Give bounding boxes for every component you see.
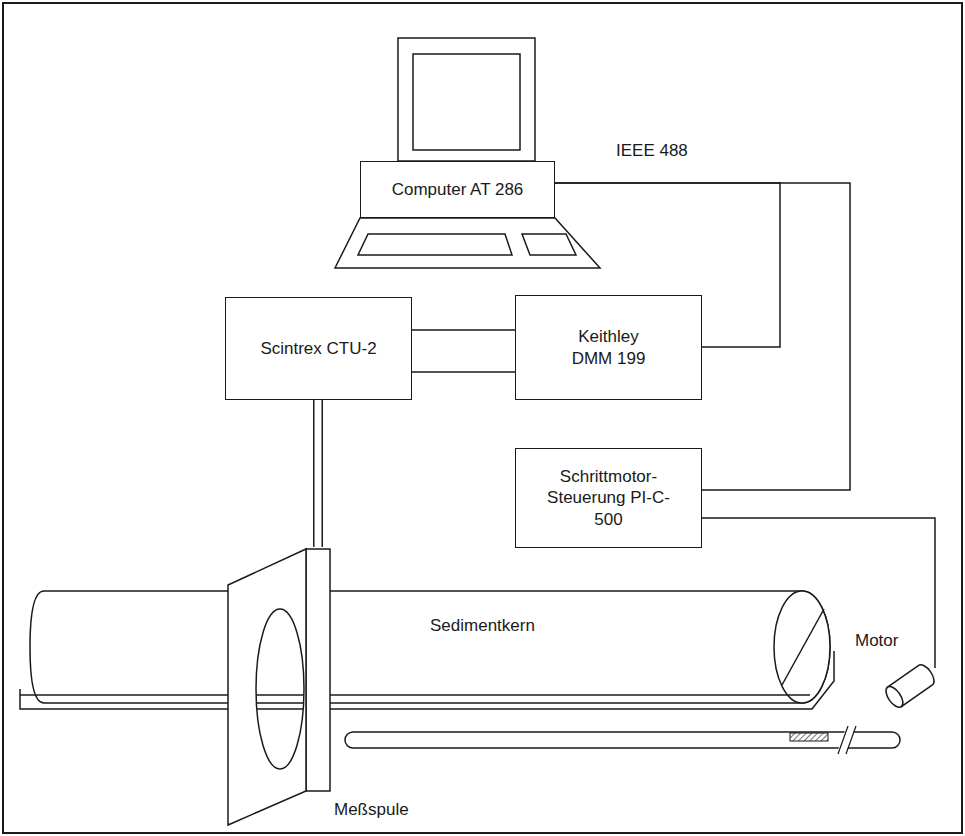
core-liner-edge	[20, 694, 810, 696]
cable-inner	[315, 400, 322, 547]
monitor	[398, 38, 535, 161]
coil-side	[306, 549, 330, 791]
rod-break-mark	[838, 726, 848, 754]
stepper-motor: Motor	[883, 668, 937, 704]
part-name: Meßspule	[334, 799, 409, 820]
core-end-mark	[782, 609, 824, 685]
monitor-housing	[398, 38, 535, 161]
signal-wire	[555, 183, 850, 490]
keyboard-keys	[358, 234, 512, 255]
core-body	[30, 591, 830, 703]
coil-outline	[228, 547, 332, 827]
core-outline	[20, 585, 835, 730]
device-box: Scintrex CTU-2	[225, 297, 412, 400]
coil-front	[228, 549, 306, 825]
part-name: Sedimentkern	[430, 615, 535, 636]
connector-group	[412, 372, 515, 373]
device-name: Computer AT 286	[392, 179, 524, 200]
signal-wire	[412, 329, 515, 331]
signal-wire	[412, 371, 515, 373]
drive-rod	[345, 726, 900, 754]
coil-cable	[313, 400, 323, 547]
connector-group	[555, 183, 850, 490]
motor-body	[883, 662, 938, 710]
rod-break-mark	[846, 726, 856, 754]
motor-outline	[883, 668, 937, 704]
device-box: Keithley DMM 199	[515, 295, 702, 400]
connector-group	[318, 400, 319, 547]
keyboard-keypad	[522, 234, 576, 255]
device-box: Computer AT 286	[360, 161, 555, 218]
rod-carriage	[790, 733, 828, 741]
device-box: Schrittmotor- Steuerung PI-C-500	[515, 448, 702, 548]
core-end	[774, 591, 830, 703]
motor-end	[883, 684, 907, 711]
keyboard-body	[335, 218, 600, 268]
device-name: Scintrex CTU-2	[260, 338, 376, 359]
figure-frame	[3, 3, 962, 833]
keyboard	[335, 218, 600, 268]
sediment-core: Sedimentkern	[20, 585, 835, 730]
device-name: Schrittmotor- Steuerung PI-C-500	[546, 466, 671, 530]
part-name: Motor	[855, 630, 898, 651]
rod-tube	[345, 732, 900, 748]
connector-group	[412, 330, 515, 331]
device-name: Keithley DMM 199	[559, 326, 659, 369]
measuring-coil: Meßspule	[228, 547, 332, 827]
bus-label: IEEE 488	[614, 141, 690, 161]
monitor-screen	[413, 54, 520, 150]
